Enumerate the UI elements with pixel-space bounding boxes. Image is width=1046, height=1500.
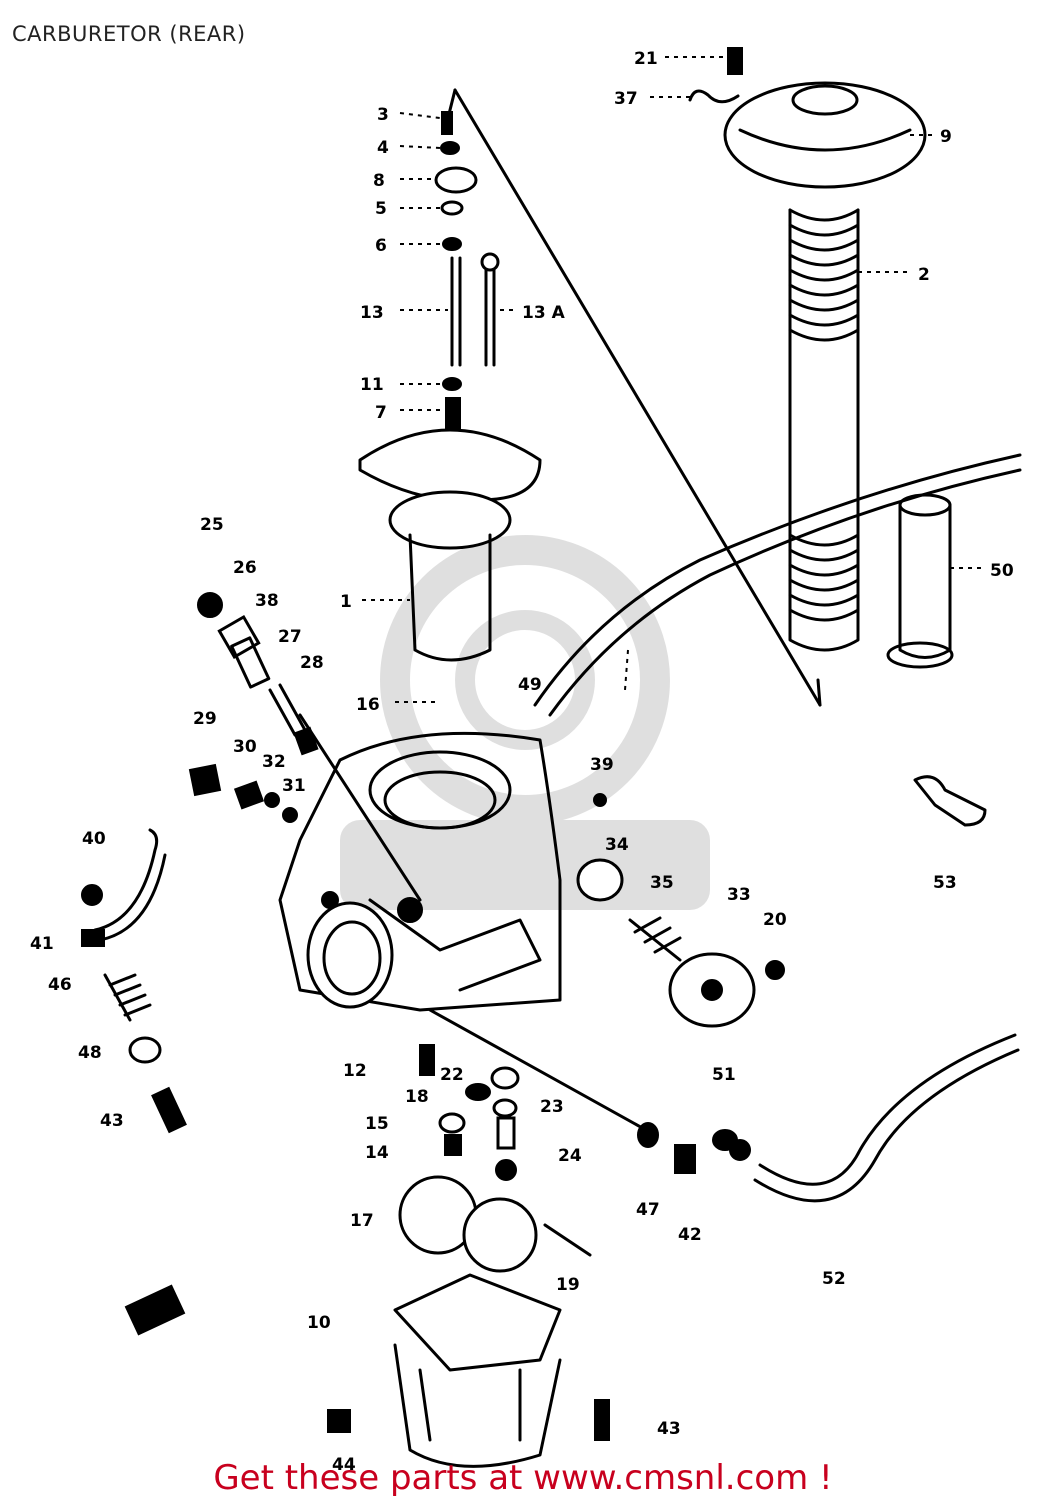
part-callout-label: 46 bbox=[48, 975, 72, 995]
part-callout-label: 51 bbox=[712, 1065, 736, 1085]
part-callout-label: 2 bbox=[918, 265, 930, 285]
part-callout-label: 52 bbox=[822, 1269, 846, 1289]
part-callout-label: 31 bbox=[282, 776, 306, 796]
part-callout-label: 43 bbox=[657, 1419, 681, 1439]
callout-leaders bbox=[362, 56, 985, 703]
guide-line bbox=[453, 88, 822, 707]
guide-line bbox=[298, 713, 422, 902]
pilot-screw-set bbox=[197, 592, 319, 756]
part-callout-label: 15 bbox=[365, 1114, 389, 1134]
guide-line bbox=[428, 1008, 657, 1137]
throttle-stop-parts bbox=[188, 763, 298, 823]
hose-clamp bbox=[913, 775, 987, 827]
watermark-logo bbox=[340, 535, 710, 910]
part-callout-label: 30 bbox=[233, 737, 257, 757]
spring-and-tube bbox=[788, 208, 860, 652]
piston-diaphragm bbox=[358, 428, 542, 662]
part-callout-label: 33 bbox=[727, 885, 751, 905]
part-callout-label: 10 bbox=[307, 1313, 331, 1333]
cover-screw bbox=[727, 47, 743, 75]
part-callout-label: 41 bbox=[30, 934, 54, 954]
carburetor-body bbox=[278, 731, 562, 1012]
drain-hose-parts bbox=[637, 1033, 1020, 1203]
part-callout-label: 1 bbox=[340, 592, 352, 612]
part-callout-label: 5 bbox=[375, 199, 387, 219]
part-callout-label: 14 bbox=[365, 1143, 389, 1163]
part-callout-label: 47 bbox=[636, 1200, 660, 1220]
part-callout-label: 22 bbox=[440, 1065, 464, 1085]
part-callout-label: 7 bbox=[375, 403, 387, 423]
choke-link bbox=[81, 828, 167, 947]
part-callout-label: 53 bbox=[933, 873, 957, 893]
air-filter-boot bbox=[886, 493, 954, 669]
part-callout-label: 44 bbox=[332, 1455, 356, 1475]
part-callout-label: 4 bbox=[377, 138, 389, 158]
adjust-screw bbox=[151, 1086, 187, 1134]
wire-clip bbox=[688, 89, 740, 104]
part-callout-label: 49 bbox=[518, 675, 542, 695]
float-bowl-assembly bbox=[124, 1044, 610, 1468]
part-callout-label: 26 bbox=[233, 558, 257, 578]
part-callout-label: 39 bbox=[590, 755, 614, 775]
part-callout-label: 13 A bbox=[522, 303, 566, 323]
part-callout-label: 11 bbox=[360, 375, 384, 395]
part-callout-label: 40 bbox=[82, 829, 106, 849]
part-callout-label: 24 bbox=[558, 1146, 582, 1166]
part-callout-label: 34 bbox=[605, 835, 629, 855]
part-callout-label: 50 bbox=[990, 561, 1014, 581]
washer bbox=[128, 1036, 162, 1064]
part-callout-label: 37 bbox=[614, 89, 638, 109]
breather-hose bbox=[533, 453, 1022, 707]
part-callout-label: 19 bbox=[556, 1275, 580, 1295]
part-callout-label: 3 bbox=[377, 105, 389, 125]
part-callout-label: 23 bbox=[540, 1097, 564, 1117]
part-callout-label: 35 bbox=[650, 873, 674, 893]
part-callout-label: 32 bbox=[262, 752, 286, 772]
part-callout-label: 21 bbox=[634, 49, 658, 69]
part-callout-label: 16 bbox=[356, 695, 380, 715]
part-callout-label: 12 bbox=[343, 1061, 367, 1081]
part-callout-label: 27 bbox=[278, 627, 302, 647]
part-callout-label: 42 bbox=[678, 1225, 702, 1245]
diagram-title: CARBURETOR (REAR) bbox=[12, 22, 246, 46]
part-callout-label: 48 bbox=[78, 1043, 102, 1063]
part-callout-label: 8 bbox=[373, 171, 385, 191]
part-callout-label: 25 bbox=[200, 515, 224, 535]
part-callout-label: 29 bbox=[193, 709, 217, 729]
part-callout-label: 20 bbox=[763, 910, 787, 930]
throttle-spring bbox=[103, 973, 152, 1022]
accelerator-pump-parts bbox=[576, 793, 785, 1028]
part-callout-label: 43 bbox=[100, 1111, 124, 1131]
part-callout-label: 28 bbox=[300, 653, 324, 673]
part-callout-label: 6 bbox=[375, 236, 387, 256]
guide-line bbox=[816, 678, 822, 707]
part-callout-label: 13 bbox=[360, 303, 384, 323]
diaphragm-cover bbox=[723, 81, 927, 189]
get-parts-link[interactable]: Get these parts at www.cmsnl.com ! bbox=[213, 1458, 833, 1498]
part-callout-label: 38 bbox=[255, 591, 279, 611]
part-callout-label: 17 bbox=[350, 1211, 374, 1231]
part-callout-label: 9 bbox=[940, 127, 952, 147]
part-callout-label: 18 bbox=[405, 1087, 429, 1107]
jet-needle-stack bbox=[434, 111, 500, 429]
